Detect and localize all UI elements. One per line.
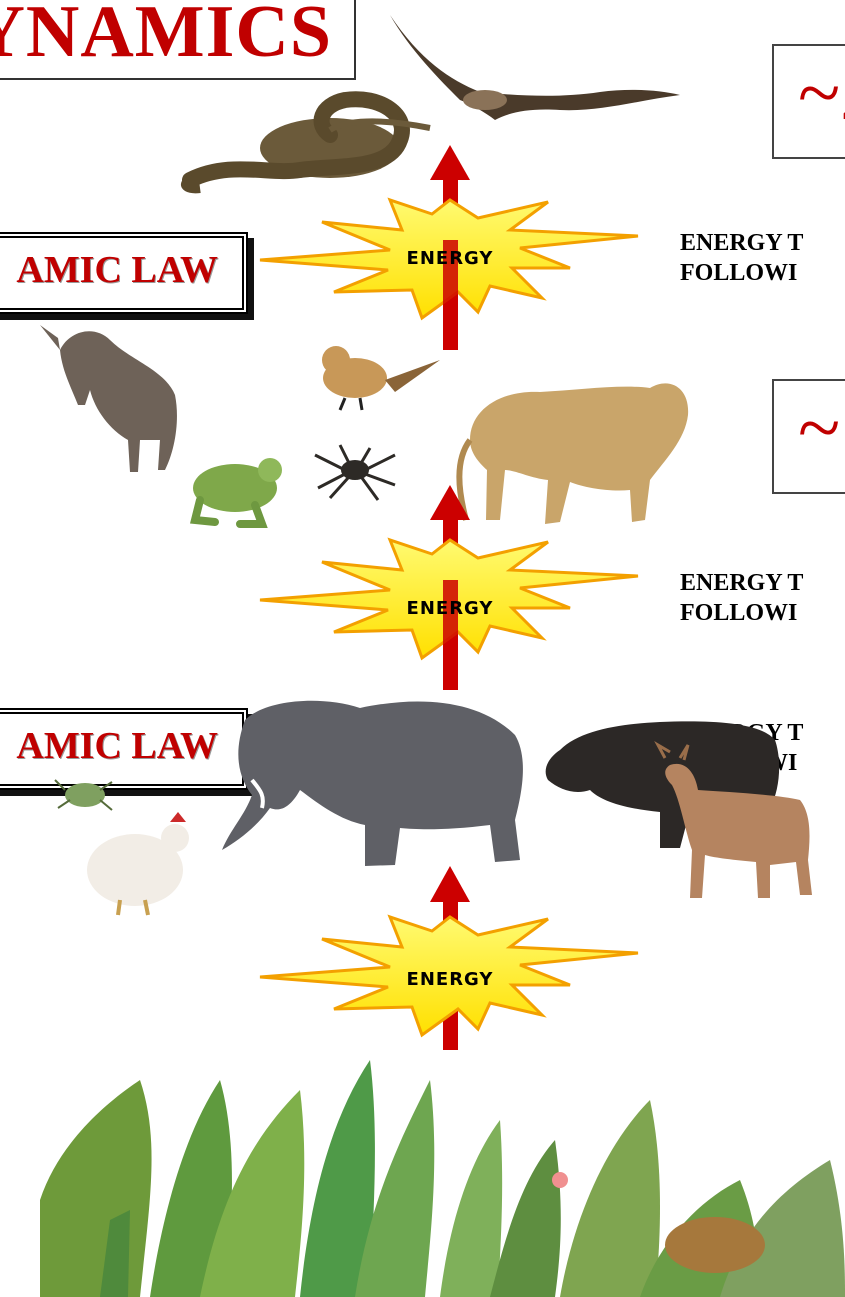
spider-icon <box>315 445 395 500</box>
plants-icon <box>40 1060 845 1297</box>
snake-icon <box>186 99 430 188</box>
hawk-icon <box>390 15 680 120</box>
lioness-icon <box>459 383 688 524</box>
energy-arrow-1-head <box>430 145 470 180</box>
energy-label-2: ENERGY <box>407 598 494 619</box>
wolf-icon <box>40 325 177 472</box>
insect-icon <box>55 780 112 810</box>
bird-icon <box>322 346 440 410</box>
frog-icon <box>193 458 282 524</box>
energy-label-3: ENERGY <box>407 969 494 990</box>
elephant-icon <box>222 701 523 866</box>
energy-arrow-2-lower <box>443 580 458 690</box>
chicken-icon <box>87 812 189 915</box>
energy-label-1: ENERGY <box>407 248 494 269</box>
energy-arrow-3-head <box>430 866 470 902</box>
